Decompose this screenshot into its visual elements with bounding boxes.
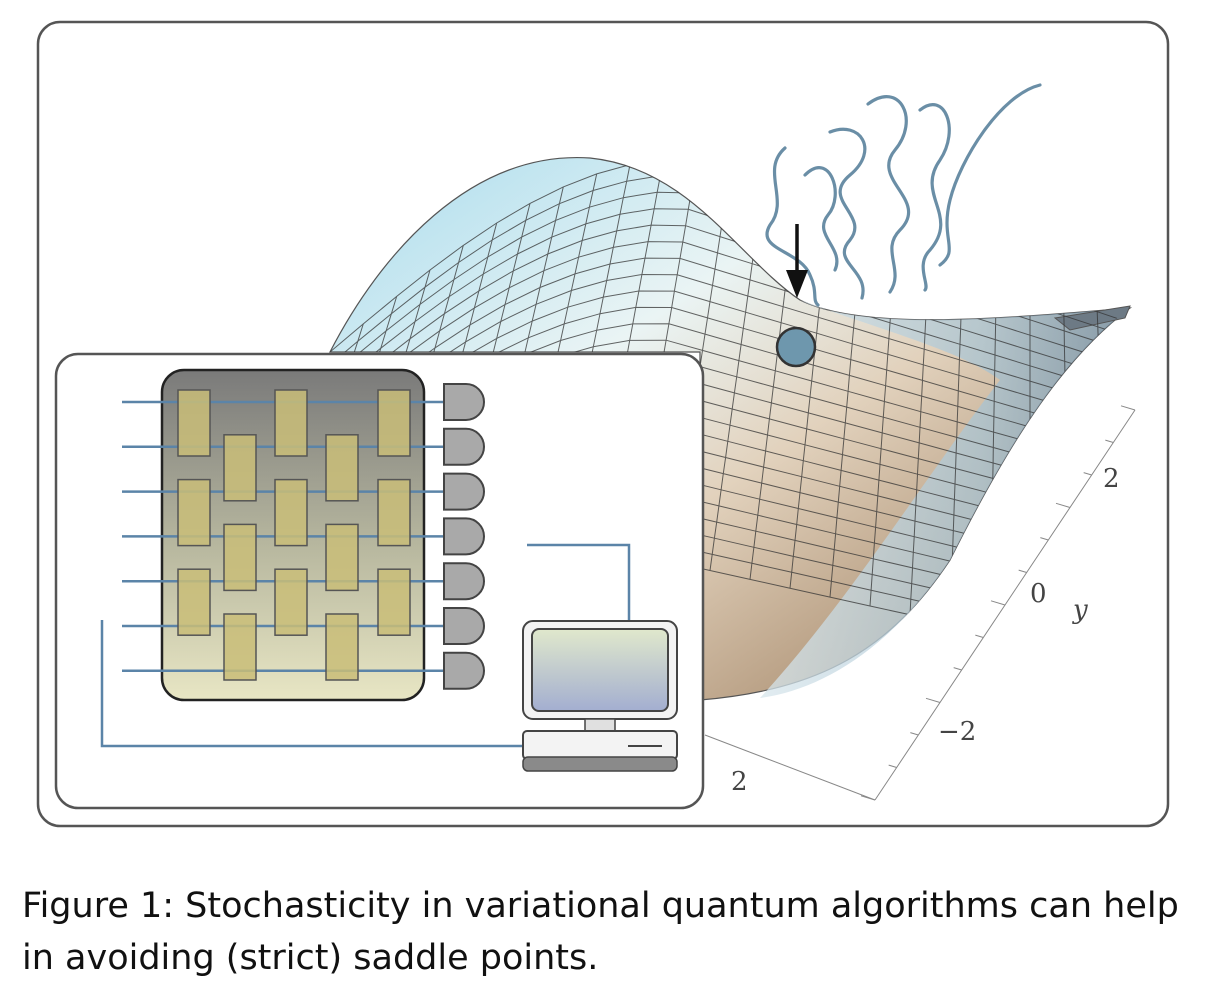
- measurement-icon: [443, 651, 485, 690]
- y-axis-tick: [953, 667, 962, 671]
- circuit-gate: [377, 478, 411, 547]
- circuit-gate: [325, 613, 359, 681]
- y-axis-tick: [1105, 439, 1114, 443]
- measurement-icons: [443, 383, 485, 690]
- y-axis-label: y: [1072, 595, 1088, 625]
- figure: 2 0 −2 y 2: [36, 20, 1170, 828]
- circuit-gate: [177, 568, 211, 636]
- y-axis-tick: [910, 732, 919, 736]
- mesh-line-u: [1129, 307, 1130, 669]
- y-axis-tick: [1120, 405, 1136, 411]
- circuit-gate: [223, 613, 257, 681]
- figure-caption: Figure 1: Stochasticity in variational q…: [22, 886, 1179, 978]
- circuit-gate: [274, 389, 308, 457]
- mesh-line-v: [330, 257, 1130, 458]
- measurement-icon: [443, 472, 485, 511]
- y-axis-tick: [975, 634, 984, 638]
- computer-icon: [522, 620, 678, 772]
- x-tick-2: 2: [731, 767, 748, 797]
- feedback-line: [100, 543, 631, 748]
- measurement-icon: [443, 607, 485, 645]
- saddle-point-ball: [775, 326, 817, 368]
- y-axis-tick: [860, 795, 876, 801]
- mesh-line-v: [330, 241, 1130, 440]
- circuit-gate: [223, 434, 257, 502]
- y-tick-minus-2: −2: [938, 717, 976, 747]
- measurement-icon: [443, 517, 485, 556]
- outer-frame: [36, 20, 1170, 828]
- measurement-icon: [443, 562, 485, 601]
- y-axis-tick: [888, 764, 897, 768]
- y-axis-tick: [1018, 569, 1027, 573]
- circuit-gates: [177, 389, 411, 681]
- down-arrow-icon: [786, 224, 808, 298]
- mesh-line-v: [330, 224, 1130, 423]
- circuit-gate: [274, 568, 308, 636]
- circuit-gate: [325, 523, 359, 592]
- y-axis-tick: [1055, 502, 1071, 508]
- circuit-gate: [377, 389, 411, 457]
- circuit-gate: [177, 478, 211, 547]
- circuit-gate: [223, 523, 257, 592]
- y-tick-2: 2: [1103, 464, 1120, 494]
- y-axis-tick: [1083, 472, 1092, 476]
- y-axis-tick: [1040, 537, 1049, 541]
- circuit-gate: [274, 478, 308, 547]
- noise-squiggle-icon: [765, 83, 1042, 307]
- circuit-gate: [325, 434, 359, 502]
- measurement-icon: [443, 427, 485, 466]
- measurement-icon: [443, 383, 485, 421]
- circuit-gate: [377, 568, 411, 636]
- y-axis-tick: [990, 600, 1006, 606]
- quantum-circuit: [122, 368, 485, 702]
- y-axis-tick: [925, 697, 941, 703]
- figure-svg: 2 0 −2 y 2: [36, 20, 1170, 828]
- circuit-gate: [177, 389, 211, 457]
- y-tick-0: 0: [1030, 579, 1047, 609]
- y-axis-ticks: [860, 405, 1136, 801]
